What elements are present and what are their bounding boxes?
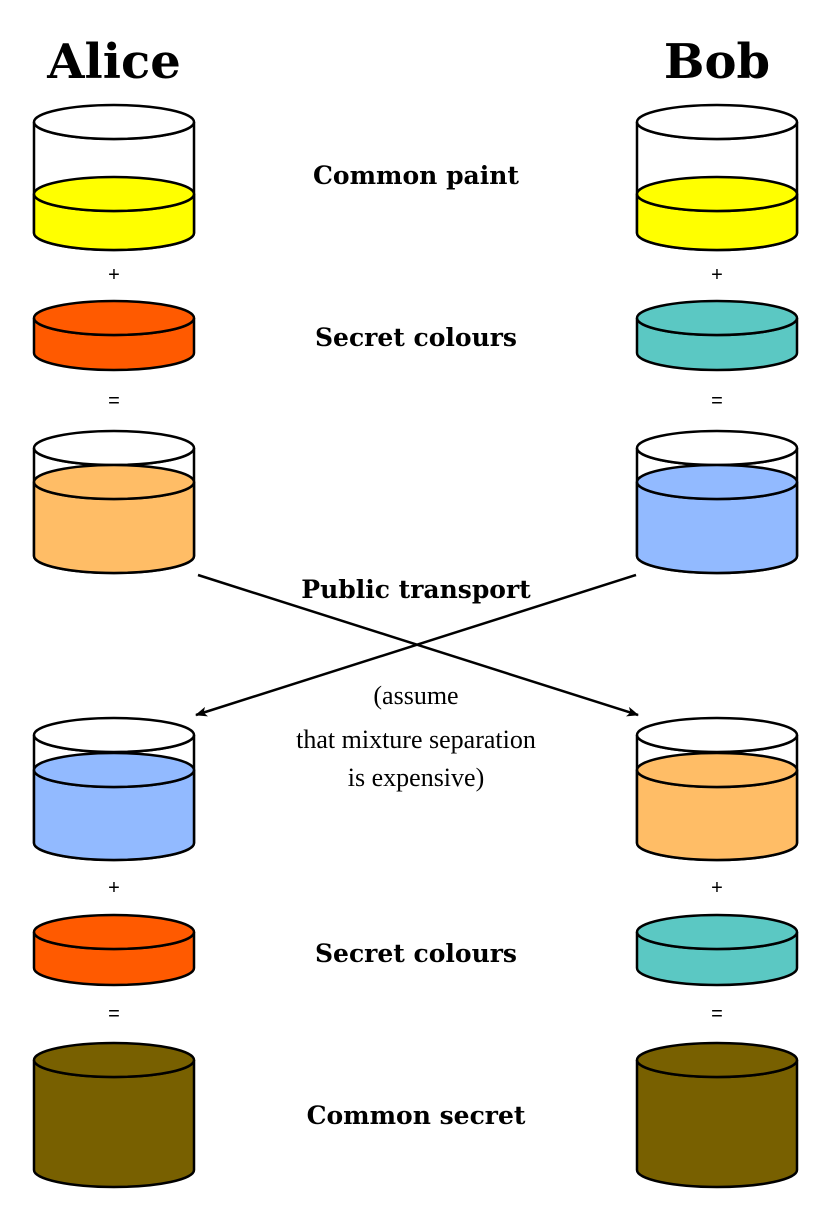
bob-equals-sign-bottom: = xyxy=(711,1003,723,1025)
disc-surface xyxy=(32,913,196,951)
alice-mixture-glass xyxy=(32,429,196,575)
arrow-bob-to-alice xyxy=(195,573,637,717)
liquid-surface xyxy=(635,751,799,789)
bob-mixture-glass xyxy=(635,429,799,575)
liquid-surface xyxy=(635,175,799,213)
liquid-surface xyxy=(635,1041,799,1079)
bob-heading: Bob xyxy=(664,34,770,90)
alice-equals-sign-top: = xyxy=(108,390,120,412)
alice-common-secret-glass xyxy=(32,1041,196,1189)
alice-secret-colour-disc-bottom xyxy=(32,913,196,987)
alice-secret-colour-disc xyxy=(32,299,196,372)
bob-received-mixture-glass xyxy=(635,716,799,862)
secret-colours-label-top: Secret colours xyxy=(315,323,517,352)
bob-common-secret-glass xyxy=(635,1041,799,1189)
public-transport-label: Public transport xyxy=(301,575,531,604)
bob-plus-sign-bottom: + xyxy=(711,877,723,899)
glass-shell-surface xyxy=(635,716,799,754)
alice-received-mixture-glass xyxy=(32,716,196,862)
alice-plus-sign-bottom: + xyxy=(108,877,120,899)
glass-shell-surface xyxy=(32,429,196,467)
liquid-surface xyxy=(32,751,196,789)
liquid-surface xyxy=(32,463,196,501)
glass-shell-surface xyxy=(635,429,799,467)
disc-surface xyxy=(635,913,799,951)
glass-shell-surface xyxy=(32,716,196,754)
alice-plus-sign-top: + xyxy=(108,264,120,286)
liquid-surface xyxy=(32,1041,196,1079)
assumption-note-line-3: is expensive) xyxy=(348,763,484,792)
assumption-note-line-2: that mixture separation xyxy=(296,725,536,754)
bob-secret-colour-disc-bottom xyxy=(635,913,799,987)
assumption-note-line-1: (assume xyxy=(373,681,458,710)
common-secret-label: Common secret xyxy=(307,1101,526,1130)
secret-colours-label-bottom: Secret colours xyxy=(315,939,517,968)
liquid-surface xyxy=(32,175,196,213)
bob-secret-colour-disc xyxy=(635,299,799,372)
disc-surface xyxy=(32,299,196,337)
liquid-body xyxy=(635,1059,799,1189)
alice-common-paint-glass xyxy=(32,103,196,252)
liquid-surface xyxy=(635,463,799,501)
common-paint-label: Common paint xyxy=(313,161,519,190)
liquid-body xyxy=(32,1059,196,1189)
bob-plus-sign-top: + xyxy=(711,264,723,286)
glass-shell-surface xyxy=(635,103,799,141)
bob-equals-sign-top: = xyxy=(711,390,723,412)
alice-equals-sign-bottom: = xyxy=(108,1003,120,1025)
disc-surface xyxy=(635,299,799,337)
glass-shell-surface xyxy=(32,103,196,141)
alice-heading: Alice xyxy=(46,34,180,90)
bob-common-paint-glass xyxy=(635,103,799,252)
